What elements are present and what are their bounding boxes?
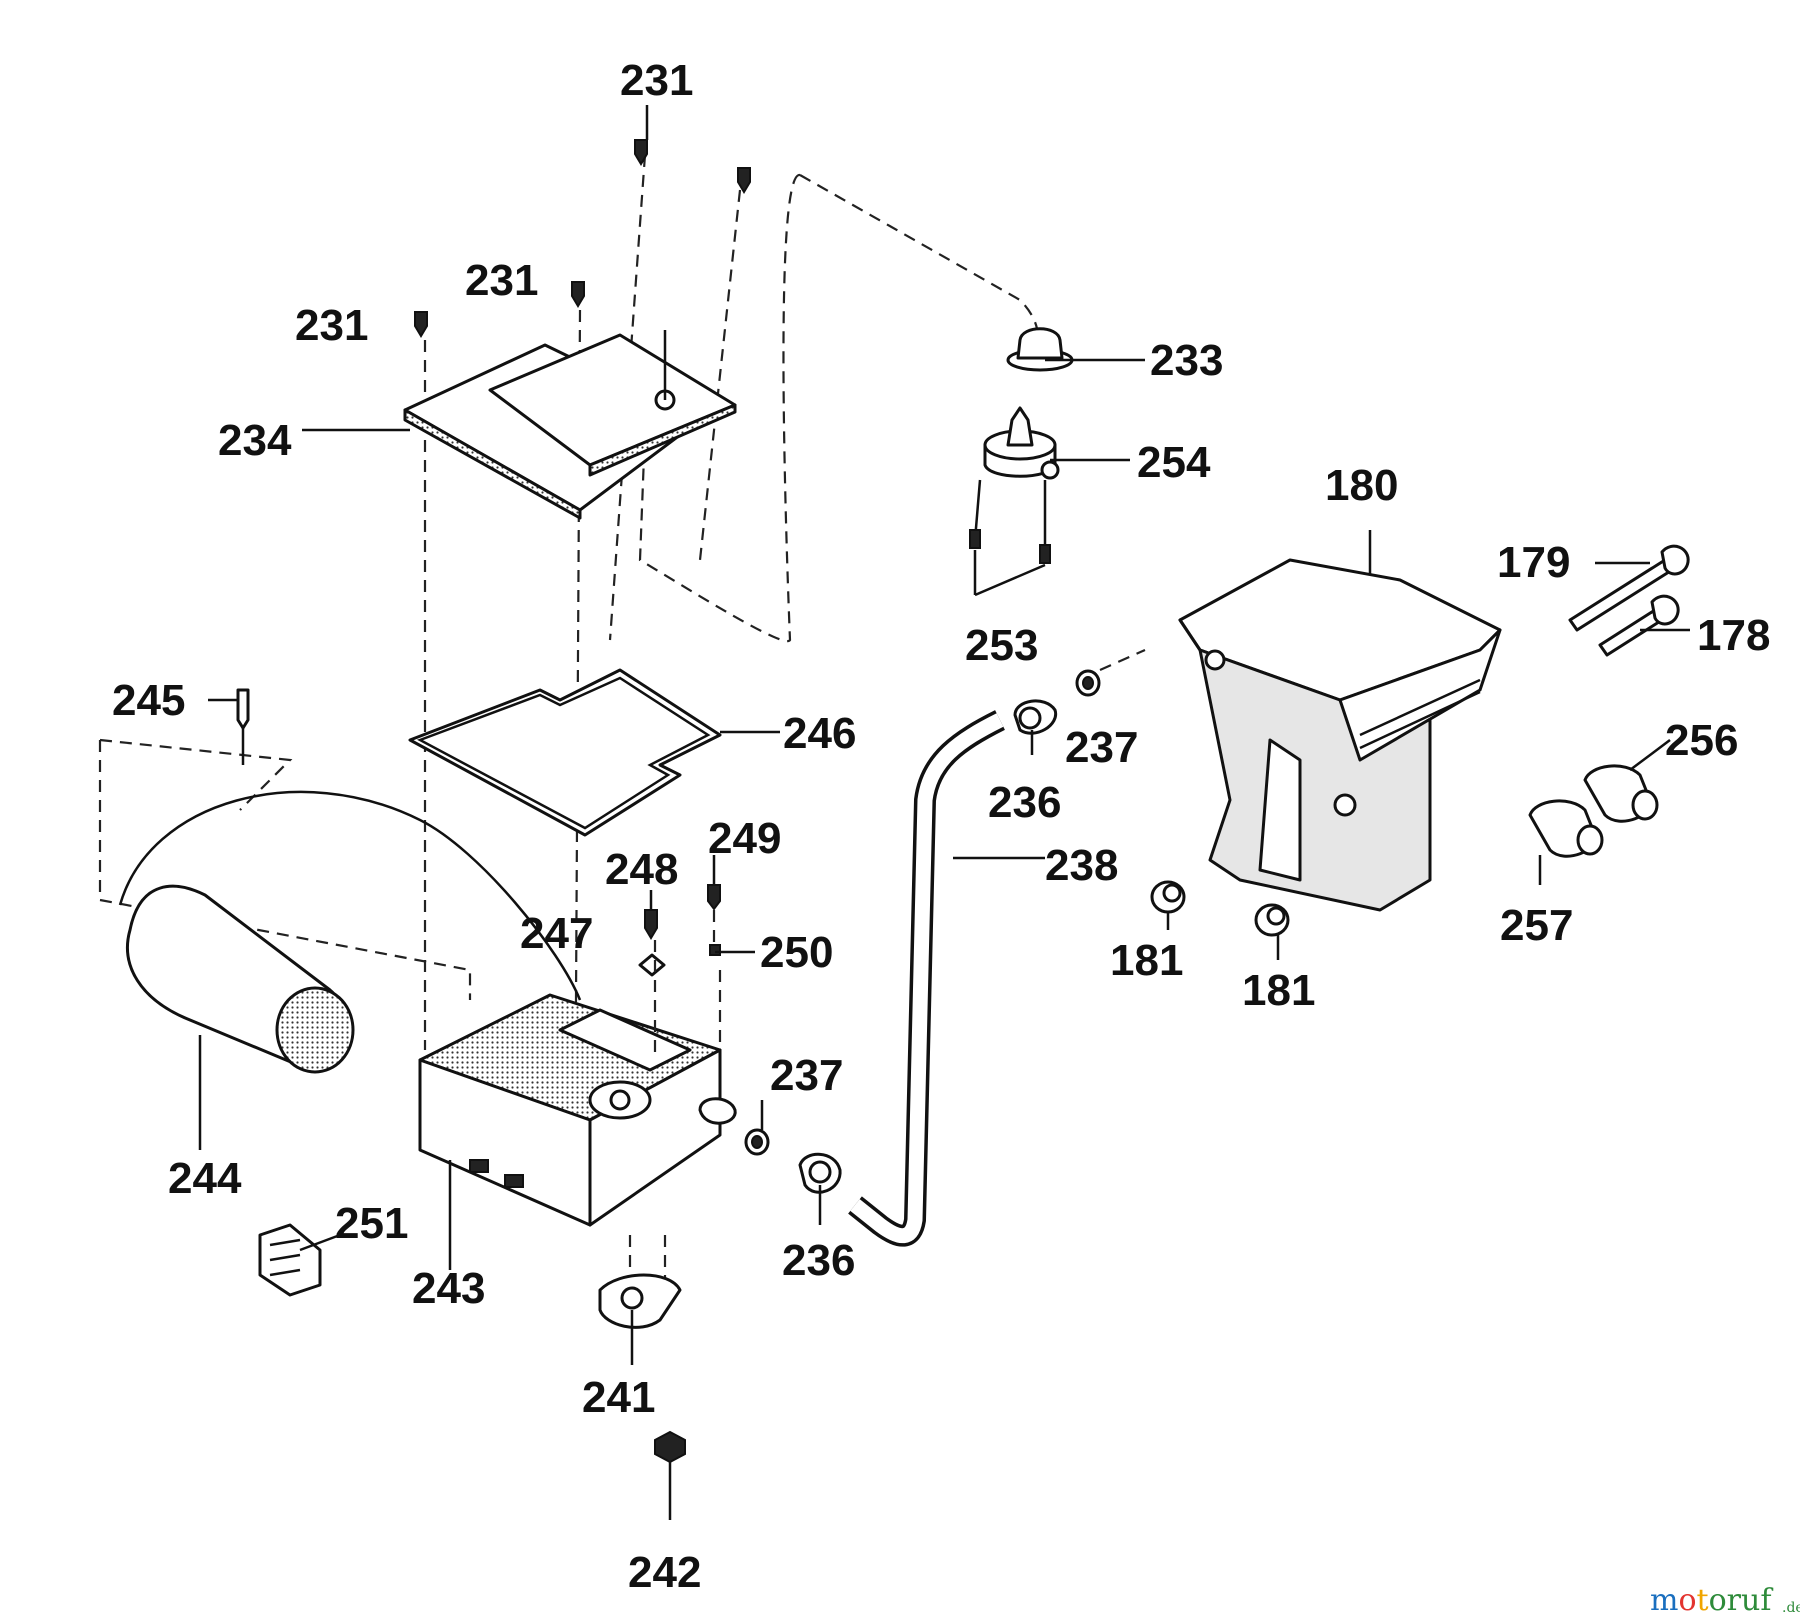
label-244: 244 — [168, 1154, 242, 1203]
label-242: 242 — [628, 1548, 701, 1597]
label-231-top: 231 — [620, 56, 693, 105]
label-241: 241 — [582, 1373, 655, 1422]
nut-part-181-left — [1150, 880, 1186, 914]
bracket-part-241 — [598, 1273, 682, 1329]
label-234: 234 — [218, 416, 292, 465]
label-251: 251 — [335, 1199, 408, 1248]
nut-part-242 — [654, 1430, 686, 1464]
label-231-left: 231 — [295, 301, 368, 350]
label-181-right: 181 — [1242, 966, 1315, 1015]
label-248: 248 — [605, 845, 678, 894]
clip-part-251 — [258, 1223, 322, 1297]
knob-part-256 — [1583, 764, 1659, 823]
screw-part-231 — [414, 139, 751, 338]
part-labels: 231 231 231 233 234 254 180 179 178 253 … — [112, 56, 1770, 1597]
label-256: 256 — [1665, 716, 1738, 765]
nut-part-181-right — [1254, 903, 1290, 937]
bolt-part-179 — [1568, 544, 1690, 632]
label-231-mid: 231 — [465, 256, 538, 305]
valve-part-254 — [983, 406, 1060, 480]
housing-part-243 — [418, 993, 737, 1227]
label-236-upper: 236 — [988, 778, 1061, 827]
label-237-upper: 237 — [1065, 723, 1138, 772]
leader-lines — [198, 105, 1690, 1520]
label-233: 233 — [1150, 336, 1223, 385]
watermark: motoruf .de — [1650, 1583, 1800, 1618]
filter-element-part-244 — [118, 790, 582, 1074]
fitting-part-236-upper — [1013, 699, 1058, 735]
label-253: 253 — [965, 621, 1038, 670]
washer-part-237-upper — [1075, 669, 1101, 697]
label-178: 178 — [1697, 611, 1770, 660]
label-247: 247 — [520, 909, 593, 958]
tank-part-180 — [1178, 558, 1502, 912]
label-257: 257 — [1500, 901, 1573, 950]
fitting-part-236-lower — [798, 1152, 842, 1194]
label-250: 250 — [760, 928, 833, 977]
label-246: 246 — [783, 709, 856, 758]
connector-part-245 — [236, 688, 250, 765]
bolt-part-178 — [1598, 594, 1680, 657]
label-249: 249 — [708, 814, 781, 863]
label-236-lower: 236 — [782, 1236, 855, 1285]
watermark-tld: .de — [1782, 1600, 1800, 1616]
label-180: 180 — [1325, 461, 1398, 510]
label-181-left: 181 — [1110, 936, 1183, 985]
label-243: 243 — [412, 1264, 485, 1313]
label-237-lower: 237 — [770, 1051, 843, 1100]
label-254: 254 — [1137, 438, 1211, 487]
label-245: 245 — [112, 676, 185, 725]
cap-part-233 — [1006, 327, 1074, 372]
knob-part-257 — [1528, 799, 1604, 858]
tube-part-238 — [848, 710, 1005, 1247]
screws-part-253 — [969, 479, 1051, 597]
washer-part-237-lower — [744, 1128, 770, 1156]
small-parts-247-250 — [638, 884, 721, 1060]
filter-cover-part-234 — [403, 330, 737, 520]
label-238: 238 — [1045, 841, 1118, 890]
label-179: 179 — [1497, 538, 1570, 587]
gasket-part-246 — [408, 668, 722, 837]
watermark-brand: motoruf — [1650, 1583, 1773, 1618]
